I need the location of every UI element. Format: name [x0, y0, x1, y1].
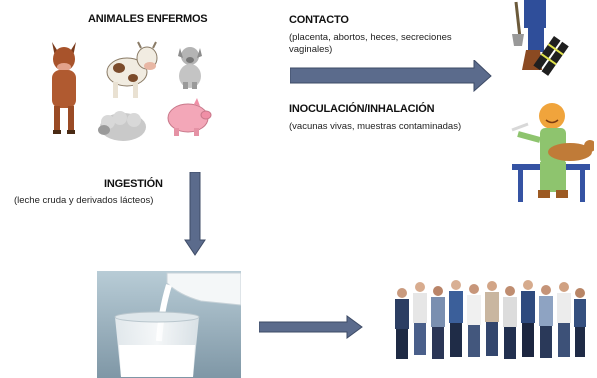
sheep-icon — [98, 111, 146, 141]
dog-icon — [178, 47, 202, 89]
people-group-image — [384, 271, 588, 366]
contact-detail-line1: (placenta, abortos, heces, secreciones — [289, 32, 452, 43]
ingestion-detail: (leche cruda y derivados lácteos) — [14, 195, 154, 206]
animals-title: ANIMALES ENFERMOS — [88, 13, 208, 25]
milk-to-people-arrow — [259, 315, 363, 339]
dairy-cow-icon — [106, 41, 158, 98]
contact-title: CONTACTO — [289, 14, 349, 26]
milk-glass-image — [97, 271, 241, 378]
inoculation-title: INOCULACIÓN/INHALACIÓN — [289, 103, 435, 115]
ingestion-title: INGESTIÓN — [104, 178, 163, 190]
veterinarian-icon — [511, 103, 594, 202]
contact-detail-line2: vaginales) — [289, 44, 333, 55]
cow-icon — [52, 42, 76, 134]
ingestion-arrow — [184, 172, 206, 256]
farmer-icon — [512, 0, 569, 76]
pig-icon — [167, 98, 212, 136]
inoculation-detail: (vacunas vivas, muestras contaminadas) — [289, 121, 462, 132]
contact-arrow — [290, 60, 492, 92]
